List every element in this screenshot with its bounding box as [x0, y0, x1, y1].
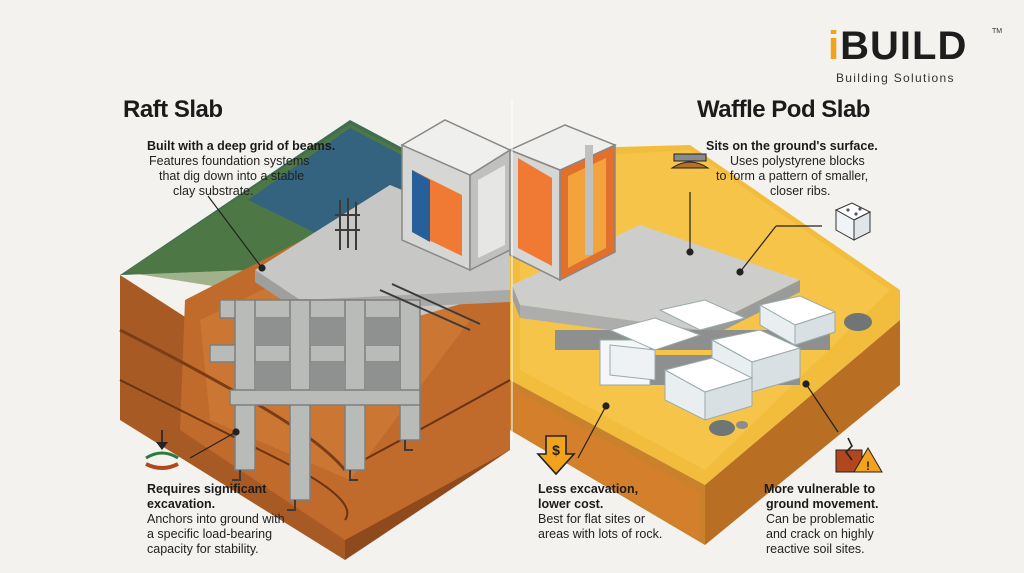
waffle-pod-illustration: [508, 124, 900, 545]
waffle-bottom-heading-1: More vulnerable to: [764, 482, 876, 496]
waffle-pod-title: Waffle Pod Slab: [697, 96, 870, 123]
logo-wordmark: iBUILD: [828, 24, 967, 69]
raft-bottom-heading-2: excavation.: [147, 497, 216, 511]
cracked-ground-warning-icon: !: [835, 437, 883, 473]
logo-tagline: Building Solutions: [836, 71, 955, 85]
waffle-top-heading: Sits on the ground's surface.: [706, 139, 878, 153]
ground-mound-icon: [670, 153, 710, 169]
waffle-top-note: Sits on the ground's surface. Uses polys…: [706, 139, 878, 199]
svg-text:!: !: [866, 459, 870, 473]
waffle-bottom-line-3: reactive soil sites.: [766, 542, 865, 556]
waffle-bottom-line-2: and crack on highly: [766, 527, 874, 541]
raft-bottom-line-1: Anchors into ground with: [147, 512, 285, 526]
svg-text:$: $: [552, 442, 560, 458]
raft-top-heading: Built with a deep grid of beams.: [147, 139, 336, 153]
polystyrene-pod-icon: [834, 202, 872, 241]
waffle-bottom-line-1: Can be problematic: [766, 512, 875, 526]
waffle-top-line-1: Uses polystyrene blocks: [730, 154, 865, 168]
waffle-bottom-note: More vulnerable to ground movement. Can …: [764, 482, 879, 557]
raft-bottom-line-2: a specific load-bearing: [147, 527, 273, 541]
waffle-mid-heading-2: lower cost.: [538, 497, 604, 511]
raft-top-note: Built with a deep grid of beams. Feature…: [147, 139, 335, 199]
raft-top-line-3: clay substrate.: [173, 184, 254, 198]
dollar-down-icon: $: [536, 435, 576, 476]
raft-top-line-1: Features foundation systems: [149, 154, 310, 168]
logo-mark: i: [828, 24, 841, 68]
waffle-mid-heading-1: Less excavation,: [538, 482, 639, 496]
waffle-mid-line-2: areas with lots of rock.: [538, 527, 663, 541]
raft-bottom-heading-1: Requires significant: [147, 482, 267, 496]
logo-word: BUILD: [840, 24, 968, 68]
raft-top-line-2: that dig down into a stable: [159, 169, 305, 183]
waffle-mid-line-1: Best for flat sites or: [538, 512, 645, 526]
waffle-top-line-2: to form a pattern of smaller,: [716, 169, 869, 183]
raft-slab-illustration: [119, 119, 512, 560]
waffle-bottom-heading-2: ground movement.: [766, 497, 879, 511]
logo-trademark: TM: [992, 28, 1003, 35]
waffle-top-line-3: closer ribs.: [770, 184, 831, 198]
excavation-icon: [145, 430, 179, 470]
raft-bottom-line-3: capacity for stability.: [147, 542, 259, 556]
raft-bottom-note: Requires significant excavation. Anchors…: [147, 482, 285, 557]
waffle-mid-note: Less excavation, lower cost. Best for fl…: [538, 482, 662, 542]
callout-leaders: [189, 192, 839, 459]
raft-slab-title: Raft Slab: [123, 96, 223, 123]
